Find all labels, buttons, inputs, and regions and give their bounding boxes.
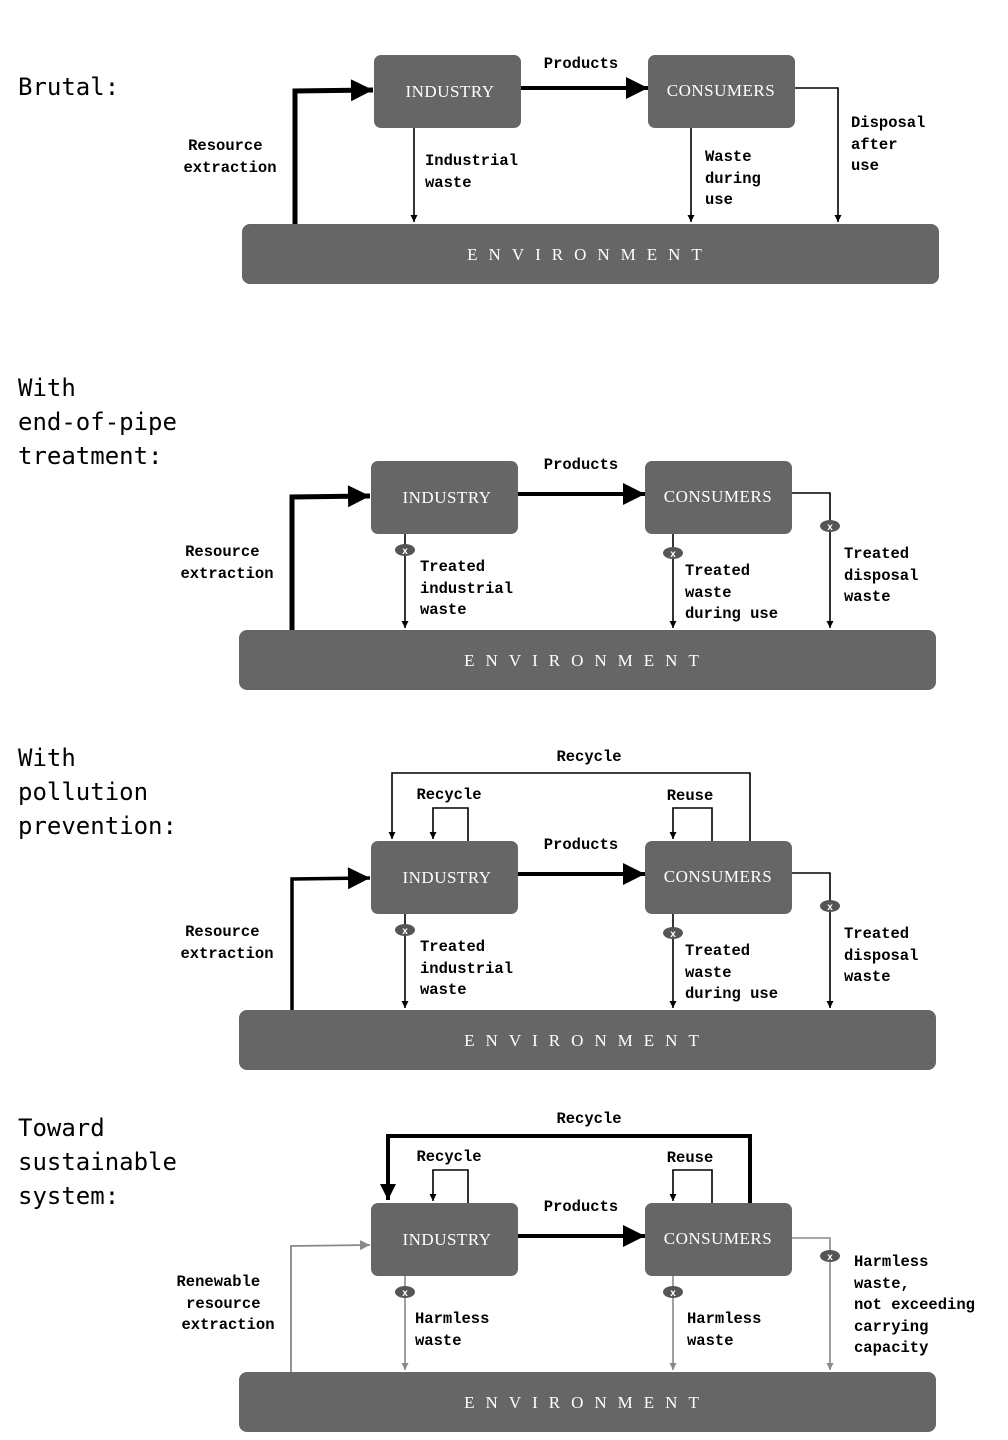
resource-extraction-label: Resource extraction	[180, 543, 273, 583]
reuse-arrow	[669, 807, 713, 841]
resource-extraction-arrow	[289, 485, 371, 631]
panel-pollution-prevention: With pollution prevention: Recycle Recyc…	[18, 744, 936, 1070]
treatment-marker: x	[395, 1286, 415, 1299]
reuse-arrow	[669, 1169, 713, 1203]
panel-brutal: Brutal: Resource extraction INDUSTRY Pro…	[18, 55, 939, 284]
panel-heading: Toward sustainable system:	[18, 1114, 191, 1210]
svg-text:x: x	[402, 926, 408, 937]
recycle-outer-label: Recycle	[556, 1110, 621, 1128]
industry-box	[371, 841, 518, 914]
reuse-label: Reuse	[667, 1149, 714, 1167]
disposal-label: Disposal after use	[851, 114, 935, 175]
panel-heading: Brutal:	[18, 73, 119, 101]
disposal-arrow	[792, 872, 834, 1008]
svg-text:x: x	[402, 546, 408, 557]
svg-text:x: x	[670, 1288, 676, 1299]
treatment-marker: x	[663, 1286, 683, 1299]
consumer-waste-label: Treated waste during use	[685, 562, 778, 623]
consumers-box	[645, 461, 792, 534]
consumers-label: CONSUMERS	[664, 867, 772, 886]
industrial-waste-label: Harmless waste	[415, 1310, 499, 1350]
environment-label: ENVIRONMENT	[464, 1031, 710, 1050]
industry-label: INDUSTRY	[405, 82, 494, 101]
disposal-arrow	[792, 1237, 834, 1370]
consumers-label: CONSUMERS	[664, 1229, 772, 1248]
consumers-box	[648, 55, 795, 128]
products-label: Products	[544, 1198, 618, 1216]
treatment-marker: x	[820, 520, 840, 533]
recycle-outer-arrow	[380, 1134, 752, 1203]
panel-sustainable-system: Toward sustainable system: Recycle Recyc…	[18, 1110, 984, 1432]
consumers-label: CONSUMERS	[667, 81, 775, 100]
svg-text:x: x	[827, 522, 833, 533]
disposal-label: Harmless waste, not exceeding carrying c…	[854, 1253, 984, 1357]
resource-extraction-arrow	[292, 79, 374, 225]
recycle-inner-label: Recycle	[416, 786, 481, 804]
consumer-waste-label: Treated waste during use	[685, 942, 778, 1003]
products-label: Products	[544, 836, 618, 854]
industry-label: INDUSTRY	[402, 868, 491, 887]
svg-text:x: x	[402, 1288, 408, 1299]
environment-label: ENVIRONMENT	[467, 245, 713, 264]
industrial-waste-label: Treated industrial waste	[420, 938, 522, 999]
svg-text:x: x	[827, 902, 833, 913]
recycle-outer-label: Recycle	[556, 748, 621, 766]
treatment-marker: x	[820, 900, 840, 913]
products-label: Products	[544, 55, 618, 73]
industry-box	[371, 461, 518, 534]
industry-label: INDUSTRY	[402, 1230, 491, 1249]
resource-extraction-label: Resource extraction	[183, 137, 276, 177]
treatment-marker: x	[395, 924, 415, 937]
disposal-label: Treated disposal waste	[844, 925, 928, 986]
panel-heading: With pollution prevention:	[18, 744, 177, 840]
environment-label: ENVIRONMENT	[464, 651, 710, 670]
treatment-marker: x	[820, 1250, 840, 1263]
resource-extraction-label: Resource extraction	[180, 923, 273, 963]
resource-extraction-label: Renewable resource extraction	[176, 1273, 274, 1334]
consumer-waste-label: Harmless waste	[687, 1310, 771, 1350]
panel-heading: With end-of-pipe treatment:	[18, 374, 191, 470]
disposal-arrow	[792, 492, 834, 628]
industrial-waste-label: Industrial waste	[425, 152, 527, 192]
resource-extraction-arrow	[290, 867, 371, 1011]
panel-end-of-pipe: With end-of-pipe treatment: Resource ext…	[18, 374, 936, 690]
recycle-inner-label: Recycle	[416, 1148, 481, 1166]
consumers-box	[645, 1203, 792, 1276]
consumer-waste-label: Waste during use	[705, 148, 770, 209]
disposal-label: Treated disposal waste	[844, 545, 928, 606]
treatment-marker: x	[663, 927, 683, 940]
environment-box	[239, 630, 936, 690]
industry-box	[374, 55, 521, 128]
svg-text:x: x	[827, 1252, 833, 1263]
products-label: Products	[544, 456, 618, 474]
recycle-inner-arrow	[429, 1169, 469, 1203]
consumers-label: CONSUMERS	[664, 487, 772, 506]
svg-text:x: x	[670, 929, 676, 940]
resource-extraction-arrow	[290, 1240, 371, 1373]
industry-label: INDUSTRY	[402, 488, 491, 507]
environment-label: ENVIRONMENT	[464, 1393, 710, 1412]
environment-box	[239, 1010, 936, 1070]
treatment-marker: x	[663, 547, 683, 560]
treatment-marker: x	[395, 544, 415, 557]
reuse-label: Reuse	[667, 787, 714, 805]
industry-box	[371, 1203, 518, 1276]
disposal-arrow	[795, 87, 842, 222]
consumers-box	[645, 841, 792, 914]
recycle-outer-arrow	[388, 772, 751, 841]
recycle-inner-arrow	[429, 807, 469, 841]
environment-box	[242, 224, 939, 284]
svg-text:x: x	[670, 549, 676, 560]
environment-box	[239, 1372, 936, 1432]
industrial-waste-label: Treated industrial waste	[420, 558, 522, 619]
